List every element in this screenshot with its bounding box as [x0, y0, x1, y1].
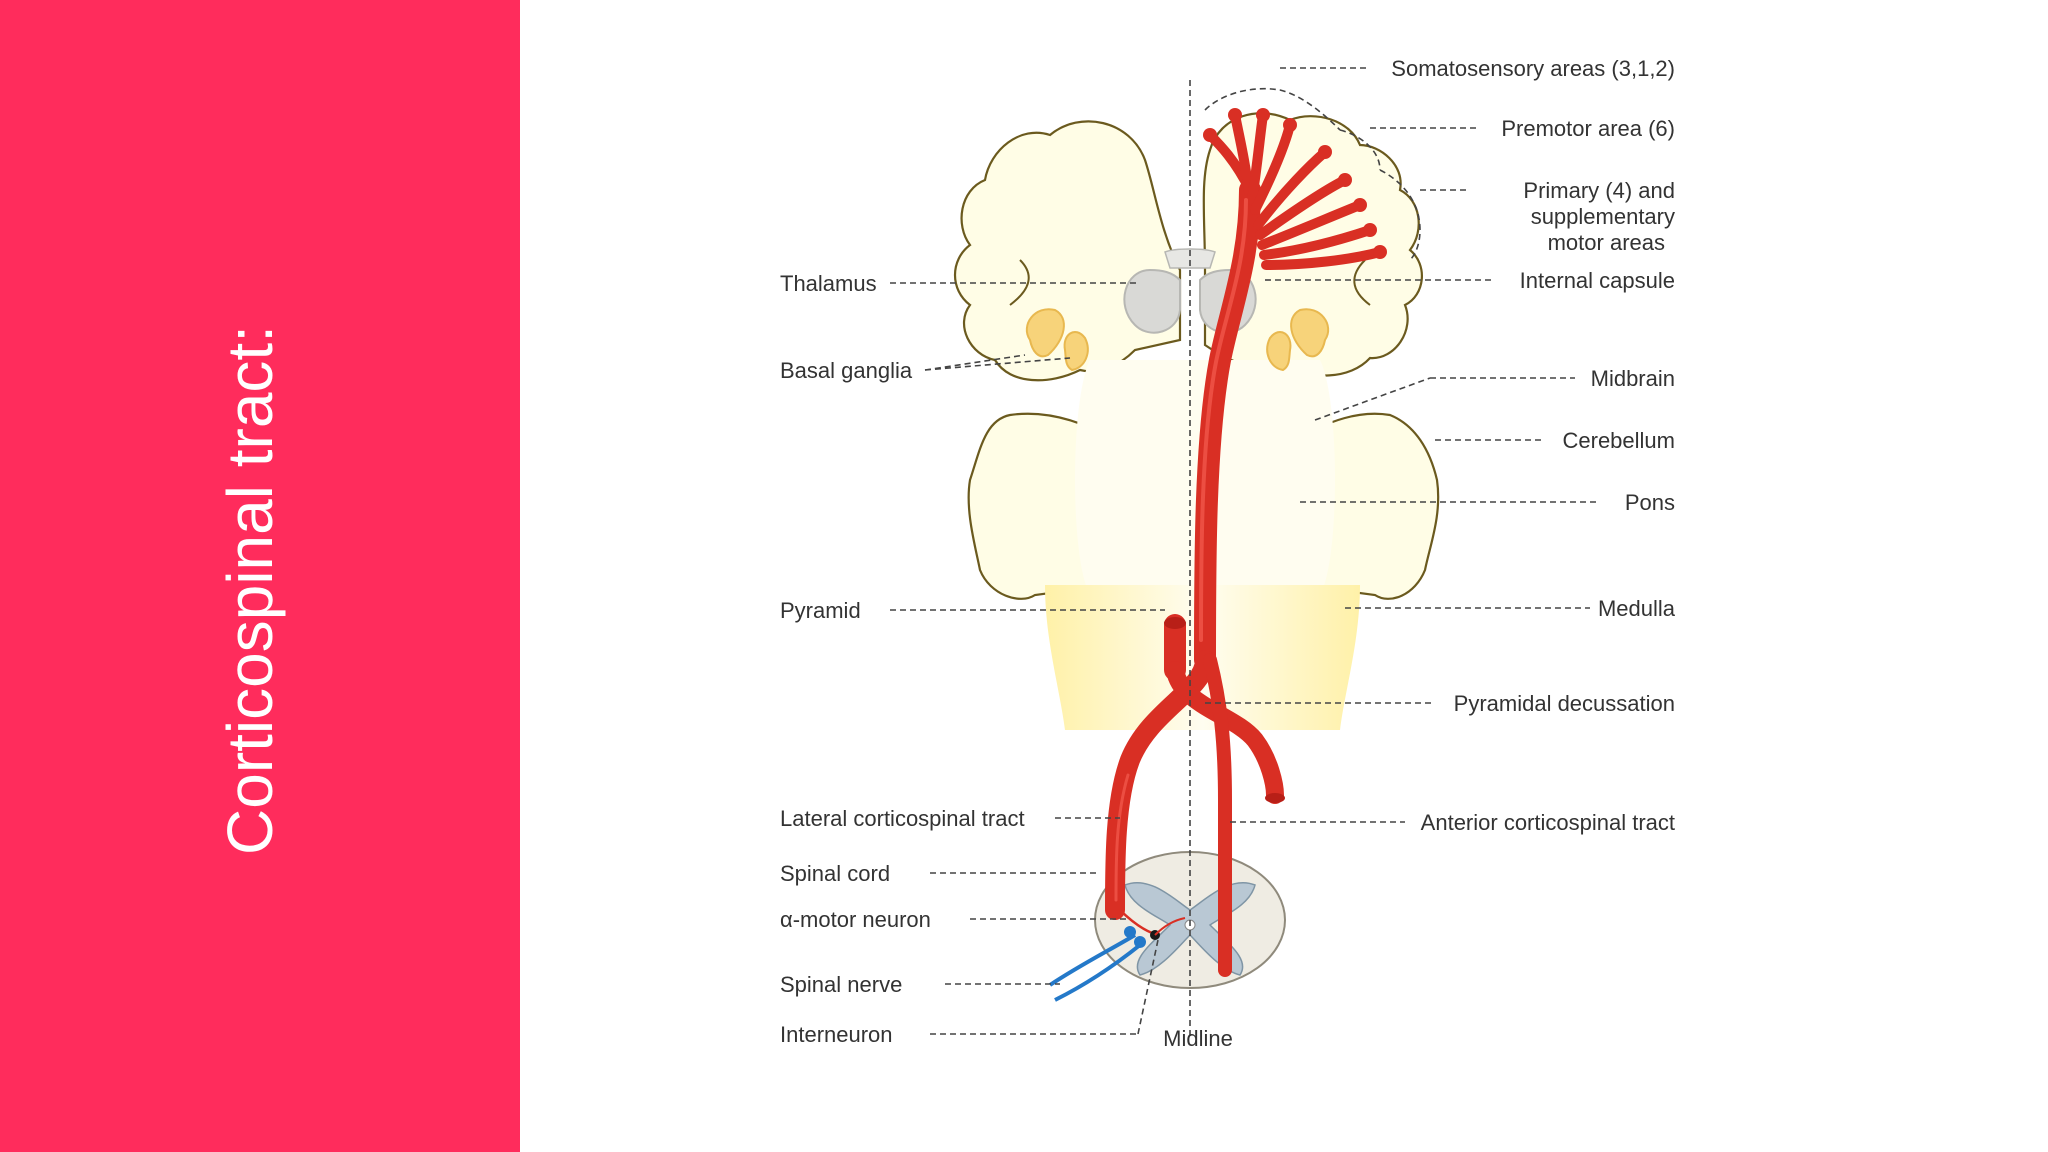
label-primary-1: Primary (4) and — [1523, 178, 1675, 203]
spinal-nerve — [1048, 926, 1146, 1002]
premotor-bracket — [1339, 129, 1381, 171]
interneuron — [1119, 909, 1186, 940]
diagram-svg: Somatosensory areas (3,1,2) Premotor are… — [780, 56, 1676, 1051]
title-panel: Corticospinal tract: — [0, 0, 520, 1152]
label-primary-2: supplementary — [1531, 204, 1675, 229]
label-spinal-nerve: Spinal nerve — [780, 972, 902, 997]
label-pyramid: Pyramid — [780, 598, 861, 623]
left-hemisphere — [954, 120, 1182, 382]
left-sulcus — [1009, 259, 1030, 306]
leader-lines — [890, 67, 1600, 1035]
label-premotor: Premotor area (6) — [1501, 116, 1675, 141]
label-pyramidal-decussation: Pyramidal decussation — [1454, 691, 1675, 716]
label-interneuron: Interneuron — [780, 1022, 893, 1047]
corticospinal-diagram: Somatosensory areas (3,1,2) Premotor are… — [780, 40, 1700, 1080]
label-alpha-motor-neuron: α-motor neuron — [780, 907, 931, 932]
label-internal-capsule: Internal capsule — [1520, 268, 1675, 293]
right-basal-ganglia — [1266, 308, 1330, 372]
label-lateral-cst: Lateral corticospinal tract — [780, 806, 1025, 831]
label-midline: Midline — [1163, 1026, 1233, 1051]
corticospinal-tract — [1105, 108, 1387, 977]
primary-bracket — [1379, 169, 1421, 261]
label-thalamus: Thalamus — [780, 271, 877, 296]
label-pons: Pons — [1625, 490, 1675, 515]
label-cerebellum: Cerebellum — [1563, 428, 1676, 453]
right-sulcus — [1353, 259, 1371, 306]
label-primary-3: motor areas — [1548, 230, 1665, 255]
label-medulla: Medulla — [1598, 596, 1676, 621]
slide-title: Corticospinal tract: — [214, 325, 286, 855]
left-basal-ganglia — [1025, 308, 1089, 372]
label-spinal-cord: Spinal cord — [780, 861, 890, 886]
label-somatosensory: Somatosensory areas (3,1,2) — [1391, 56, 1675, 81]
label-anterior-cst: Anterior corticospinal tract — [1421, 810, 1675, 835]
label-basal-ganglia: Basal ganglia — [780, 358, 913, 383]
somatosensory-bracket — [1204, 87, 1341, 131]
label-midbrain: Midbrain — [1591, 366, 1675, 391]
